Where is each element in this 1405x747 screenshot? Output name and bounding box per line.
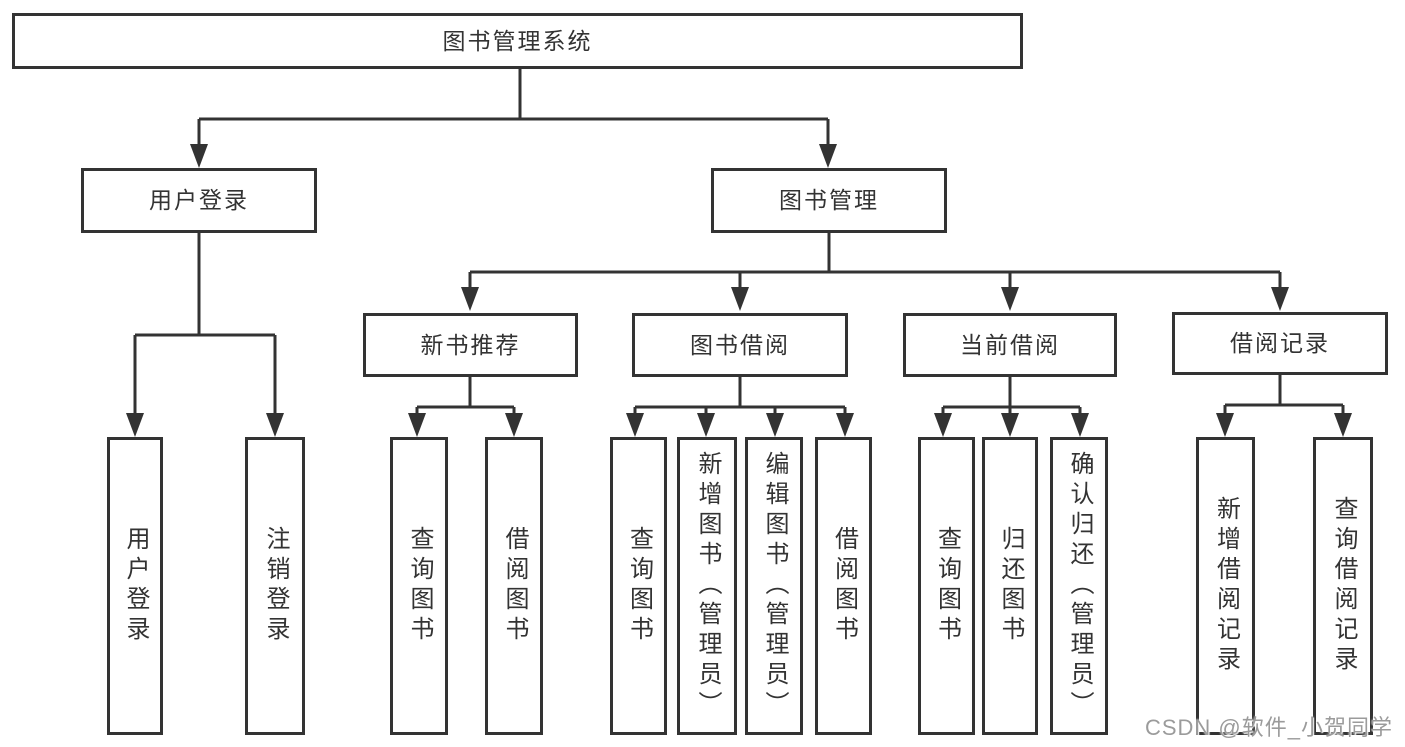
node-borrowing-records: 借阅记录 <box>1172 312 1388 375</box>
csdn-watermark: CSDN @软件_小贺同学 <box>1144 715 1393 740</box>
node-current-borrowing: 当前借阅 <box>903 313 1117 377</box>
node-book-management-label: 图书管理 <box>779 187 879 213</box>
node-root-label: 图书管理系统 <box>442 27 593 54</box>
leaf-logout-label: 注销登录 <box>262 526 289 646</box>
leaf-add-borrow-record-label: 新增借阅记录 <box>1212 496 1240 676</box>
node-borrowing-records-label: 借阅记录 <box>1230 330 1330 356</box>
node-user-login-label: 用户登录 <box>149 187 249 213</box>
leaf-recommend-query-book: 查询图书 <box>390 437 448 735</box>
node-new-book-recommend-label: 新书推荐 <box>420 331 521 358</box>
leaf-user-login: 用户登录 <box>107 437 163 735</box>
leaf-logout: 注销登录 <box>245 437 305 735</box>
connector-borrowing-records-to-leaves <box>1216 375 1352 437</box>
connector-new-book-recommend-to-leaves <box>408 377 523 437</box>
leaf-current-query-book-label: 查询图书 <box>933 526 961 646</box>
node-user-login: 用户登录 <box>81 168 317 233</box>
connector-book-management-to-level3 <box>461 233 1289 311</box>
leaf-confirm-return-admin-label: 确认归还（管理员） <box>1066 451 1093 721</box>
leaf-recommend-borrow-book: 借阅图书 <box>485 437 543 735</box>
leaf-borrowing-borrow-book: 借阅图书 <box>815 437 872 735</box>
leaf-current-query-book: 查询图书 <box>918 437 975 735</box>
leaf-add-borrow-record: 新增借阅记录 <box>1196 437 1255 735</box>
node-current-borrowing-label: 当前借阅 <box>960 331 1060 358</box>
connector-book-borrowing-to-leaves <box>626 377 854 437</box>
leaf-borrowing-borrow-book-label: 借阅图书 <box>830 526 858 646</box>
leaf-edit-book-admin-label: 编辑图书（管理员） <box>761 451 788 721</box>
connector-current-borrowing-to-leaves <box>934 377 1089 437</box>
node-root: 图书管理系统 <box>12 13 1023 69</box>
connector-root-to-level2 <box>190 69 837 168</box>
leaf-user-login-label: 用户登录 <box>122 526 149 646</box>
leaf-return-book-label: 归还图书 <box>997 526 1024 646</box>
node-book-management: 图书管理 <box>711 168 947 233</box>
leaf-edit-book-admin: 编辑图书（管理员） <box>745 437 803 735</box>
leaf-recommend-borrow-book-label: 借阅图书 <box>501 526 528 646</box>
node-book-borrowing: 图书借阅 <box>632 313 848 377</box>
connector-user-login-to-leaves <box>126 233 284 437</box>
leaf-add-book-admin-label: 新增图书（管理员） <box>694 451 721 721</box>
leaf-return-book: 归还图书 <box>982 437 1038 735</box>
leaf-borrowing-query-book-label: 查询图书 <box>625 526 653 646</box>
leaf-confirm-return-admin: 确认归还（管理员） <box>1050 437 1108 735</box>
leaf-query-borrow-record-label: 查询借阅记录 <box>1330 496 1357 676</box>
leaf-recommend-query-book-label: 查询图书 <box>406 526 433 646</box>
node-new-book-recommend: 新书推荐 <box>363 313 578 377</box>
node-book-borrowing-label: 图书借阅 <box>690 331 790 358</box>
leaf-query-borrow-record: 查询借阅记录 <box>1313 437 1373 735</box>
leaf-borrowing-query-book: 查询图书 <box>610 437 667 735</box>
leaf-add-book-admin: 新增图书（管理员） <box>677 437 737 735</box>
